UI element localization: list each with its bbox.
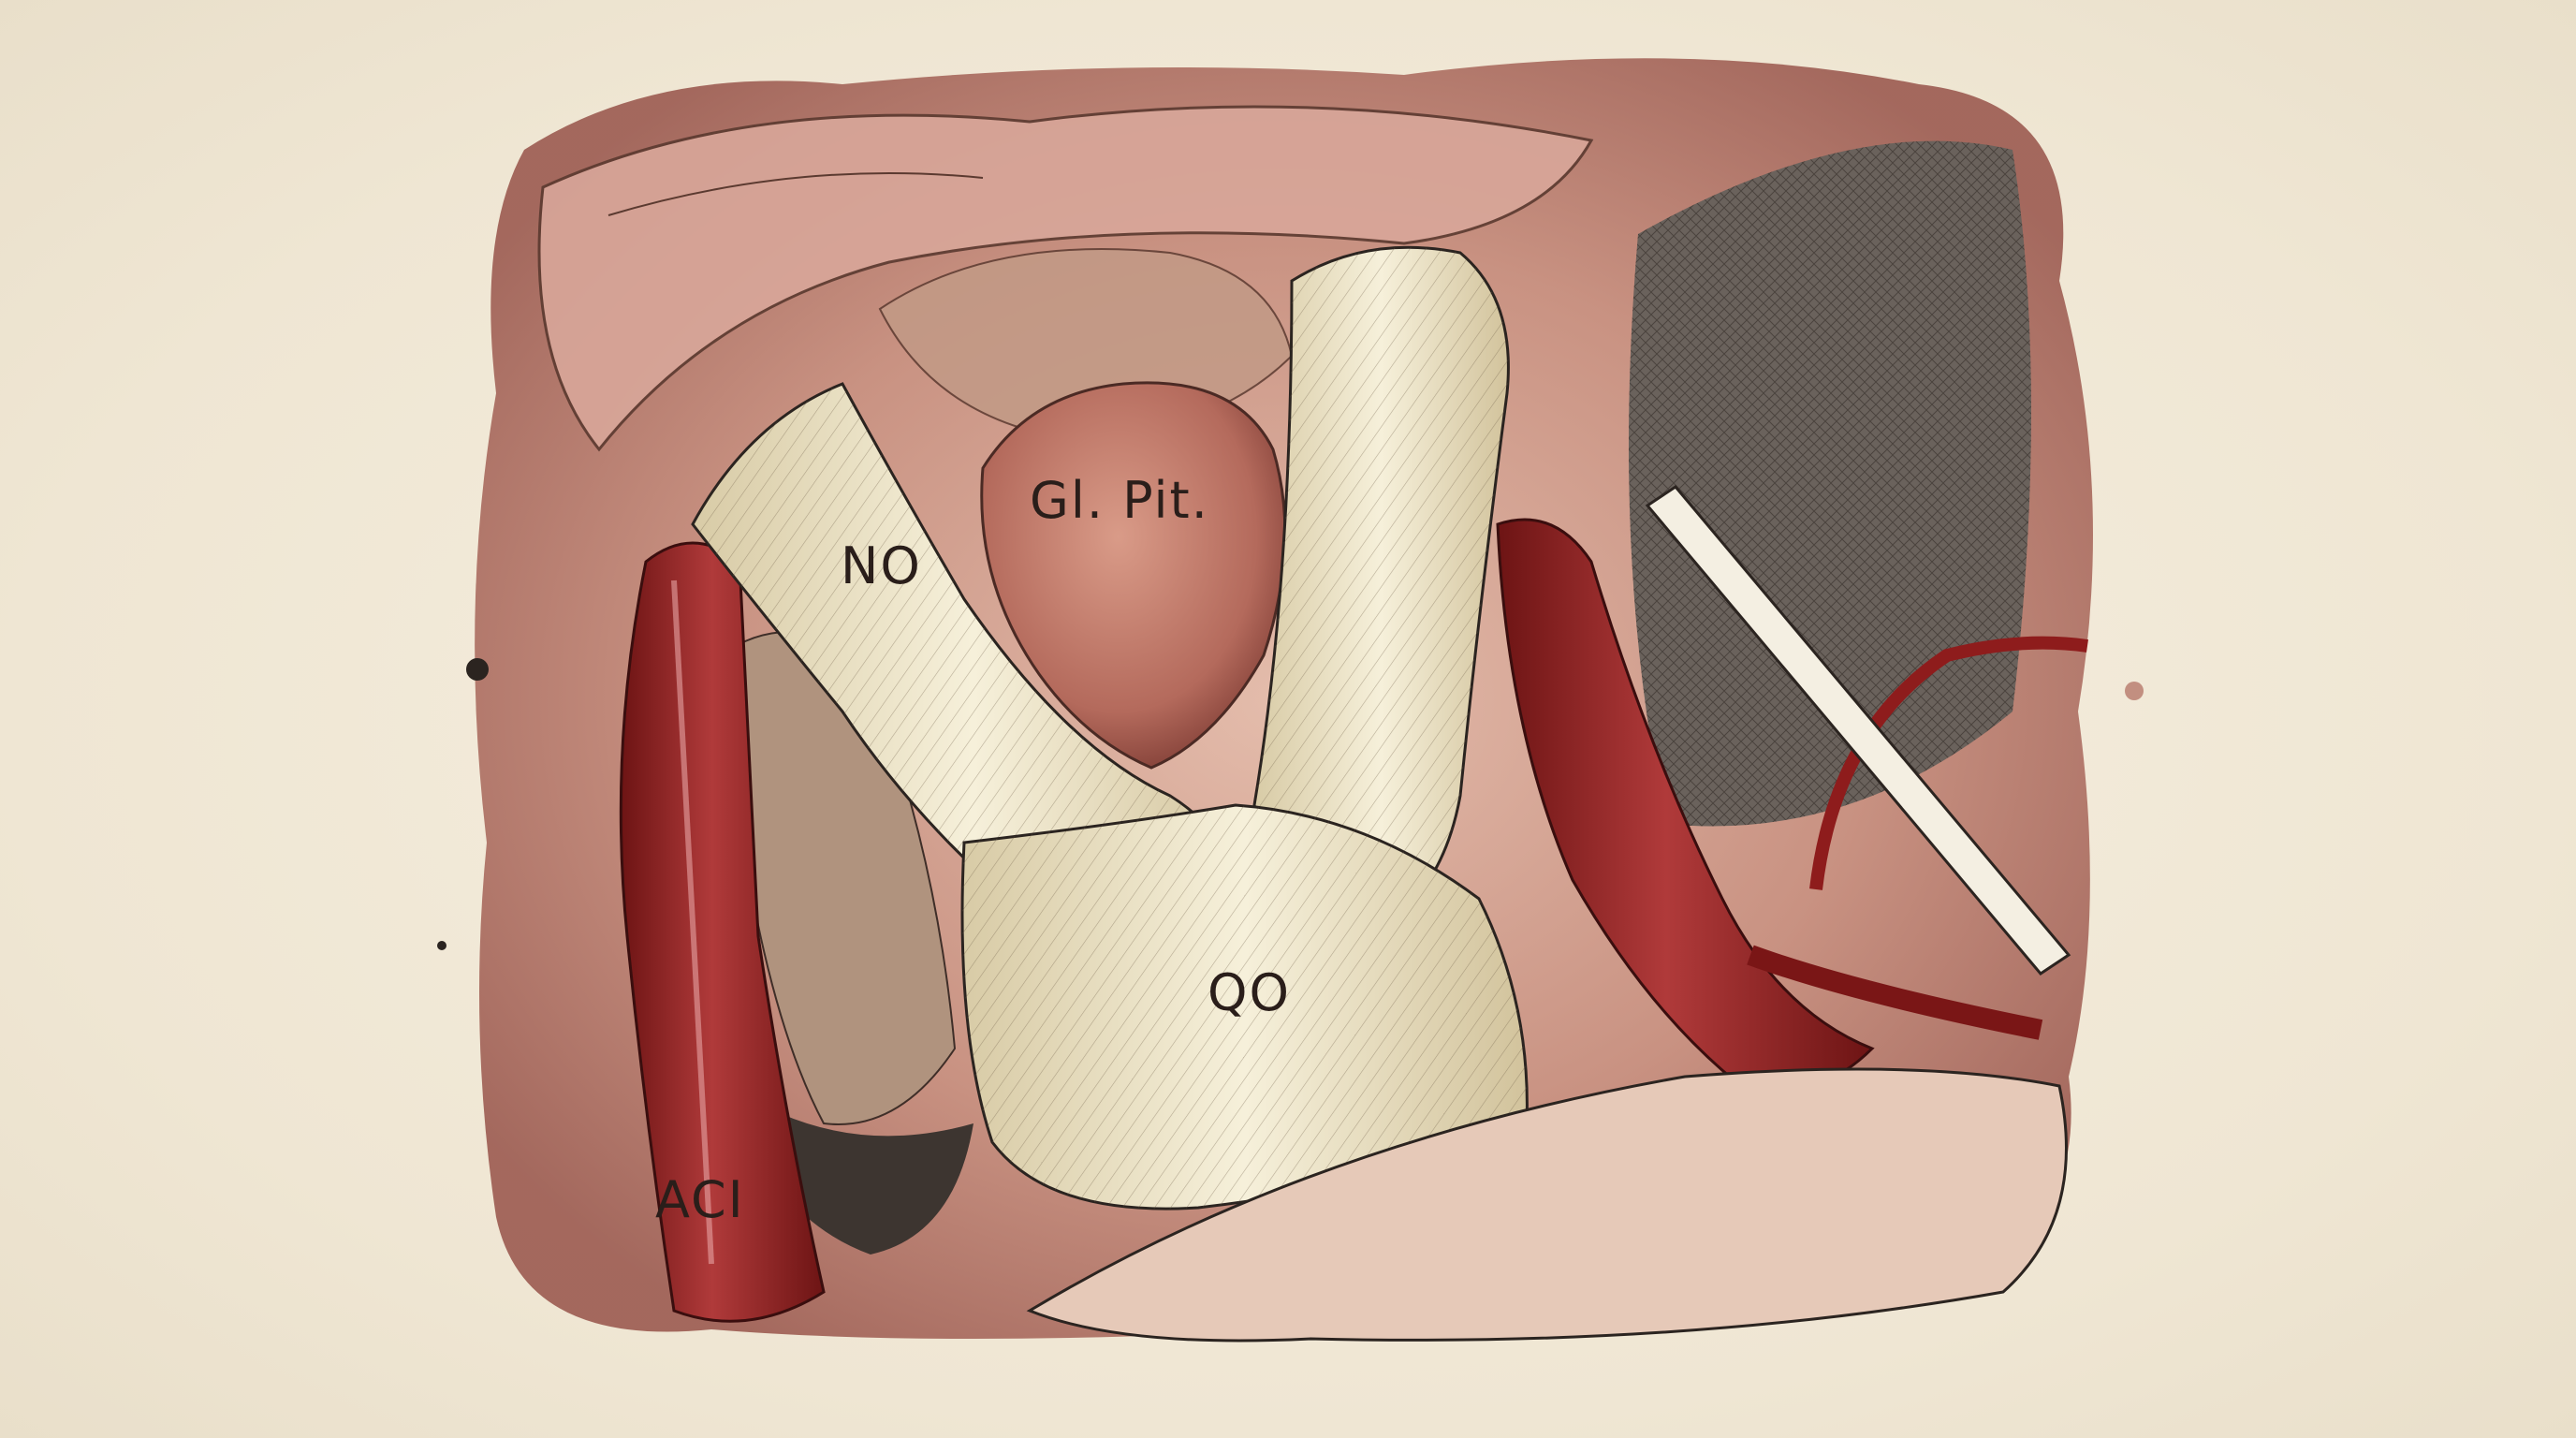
label-optic-chiasm: QO — [1208, 963, 1292, 1022]
retractor-instrument — [1645, 485, 2071, 976]
internal-carotid-artery-left — [619, 541, 826, 1323]
pituitary-gland — [980, 381, 1287, 770]
ink-dot — [466, 658, 489, 681]
label-optic-nerve: NO — [841, 536, 922, 595]
label-internal-carotid-artery: ACI — [655, 1170, 745, 1229]
ink-dot — [2125, 682, 2144, 700]
right-small-vessel — [1809, 636, 2088, 890]
ink-dot — [437, 941, 446, 950]
lower-tissue-lip — [1026, 1067, 2068, 1343]
frontal-lobe-fold — [537, 105, 1594, 452]
label-pituitary-gland: Gl. Pit. — [1030, 471, 1209, 530]
internal-carotid-artery-right — [1496, 518, 1875, 1093]
